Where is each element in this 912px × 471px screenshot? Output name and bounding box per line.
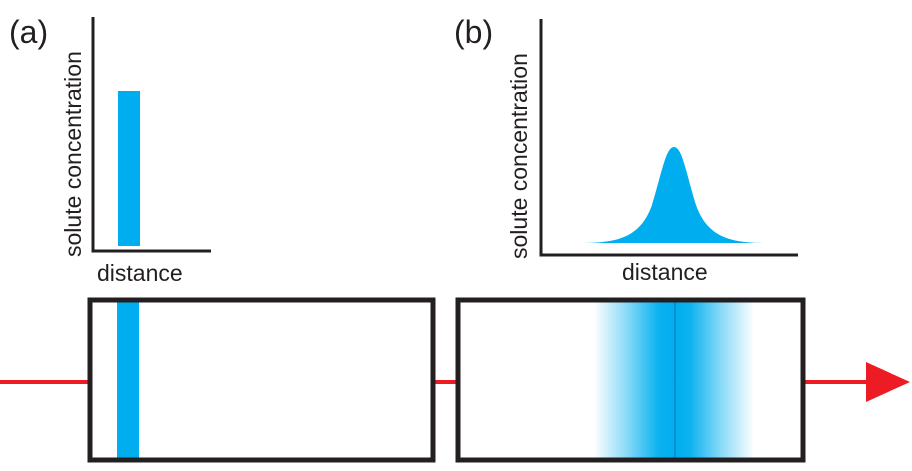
chart-b-x-axis-title: distance	[622, 259, 708, 285]
panel-label-b: (b)	[454, 14, 494, 50]
column-a-solute-band	[117, 300, 139, 460]
chart-b	[539, 19, 798, 257]
column-a	[87, 297, 436, 463]
chart-a-x-axis-title: distance	[97, 260, 183, 286]
flow-arrowhead	[866, 362, 910, 402]
chart-a-y-axis-title: solute concentration	[60, 51, 86, 257]
chart-b-gaussian-peak	[580, 147, 768, 243]
panel-label-a: (a)	[9, 14, 49, 50]
column-a-frame	[87, 297, 436, 463]
chart-a-solute-band	[118, 91, 140, 246]
column-b-frame	[455, 297, 806, 463]
chart-a	[91, 17, 211, 253]
chart-b-axes	[539, 19, 798, 257]
chart-b-y-axis-title: solute concentration	[506, 53, 532, 259]
chart-a-axes	[91, 17, 211, 253]
column-b	[455, 297, 806, 463]
flow-arrow	[0, 362, 910, 402]
